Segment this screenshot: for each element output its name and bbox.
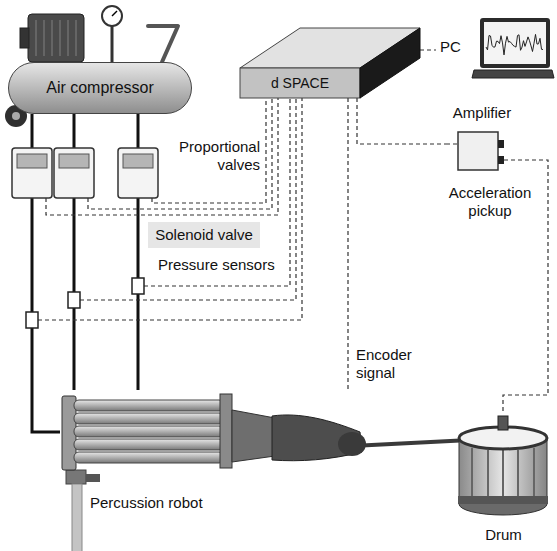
percussion-robot-shape [220,394,232,468]
percussion-robot-shape [66,470,86,484]
part-label: Proportional valves [166,138,260,174]
pc-laptop-shape [480,18,550,68]
pressure-gauge [102,6,122,62]
air-compressor-tank: Air compressor [8,62,192,114]
proportional-valve [118,148,158,198]
node-text: Solenoid valve [155,226,253,244]
pressure-sensor [132,278,144,294]
part-label: Pressure sensors [158,256,275,274]
dspace-box: d SPACE [240,28,420,98]
compressor-motor [68,20,69,56]
compressor-motor [44,20,45,56]
proportional-valve [12,148,52,198]
control-wire [38,98,302,320]
percussion-robot-shape [338,432,366,456]
compressor-motor [20,14,84,62]
proportional-valve [12,148,52,198]
amplifier: Amplifier [446,104,518,174]
proportional-valve [17,154,47,168]
part-label: Acceleration pickup [438,184,542,220]
pressure-sensor [68,292,80,308]
pc-laptop-shape [486,34,543,55]
node-text: Percussion robot [90,494,203,512]
signal-label: Encoder signal [356,346,428,382]
percussion-robot-shape [232,410,275,462]
drumstick [352,440,470,446]
drum: Drum [452,414,555,548]
percussion-robot-shape [74,413,224,424]
node-text: Drum [452,526,555,544]
pressure-sensor [26,278,144,328]
control-wire [80,98,296,300]
control-wire [88,98,272,209]
drum-shape [458,496,548,504]
compressor-motor [76,20,77,56]
drum-shape [459,438,460,504]
node-text: Air compressor [46,78,154,97]
percussion-robot-shape [72,484,82,551]
drum-shape [502,450,504,498]
drum-shape [533,448,535,496]
node-text: d SPACE [240,68,360,98]
compressor-motor [20,28,29,48]
compressor-wheel [12,112,20,120]
drumstick [352,440,470,446]
drum-shape [459,493,547,515]
compressor-motor [52,20,53,56]
control-wire [38,98,302,320]
proportional-valve [54,148,94,198]
dspace-box-shape [240,68,360,98]
control-wire [144,98,290,286]
percussion-robot-shape [74,426,224,437]
pc-laptop-shape [472,70,554,78]
percussion-robot-shape [86,474,100,482]
drum-shape [547,438,548,504]
encoder-signal-line [347,98,348,390]
pressure-gauge [111,26,114,62]
compressor-handle [148,26,178,62]
amplifier-shape [498,140,504,148]
solenoid-valve-band: Solenoid valve [148,222,260,248]
pressure-sensor [26,312,38,328]
signal-line [420,49,436,50]
node-text: PC [440,38,461,56]
drum-shape [498,416,508,430]
node-text: Amplifier [446,104,518,122]
compressor-motor [60,20,61,56]
drum-shape [517,450,519,498]
amplifier-shape [498,156,504,164]
pc-laptop-shape [484,22,546,64]
pressure-gauge [112,11,117,16]
signal-line [357,98,446,144]
amplifier-shape [446,143,458,144]
compressor-handle [148,26,178,62]
amplifier-shape [458,132,498,170]
percussion-robot: Percussion robot [60,390,380,520]
percussion-robot-shape [74,452,224,463]
pc-laptop: PC [436,10,554,98]
control-wire [46,98,278,215]
compressor-motor [28,14,84,62]
drum-shape [487,450,489,498]
amplifier-shape [504,159,518,160]
dspace-box-shape [360,28,420,98]
pressure-gauge [102,6,122,26]
proportional-valve [54,148,94,198]
percussion-robot-shape [74,400,224,411]
percussion-robot-shape [74,439,224,450]
proportional-valve [123,154,153,168]
dspace-box-shape [240,28,420,98]
compressor-motor [36,20,37,56]
drum-shape [471,448,473,496]
proportional-valve [118,148,158,198]
proportional-valve [59,154,89,168]
